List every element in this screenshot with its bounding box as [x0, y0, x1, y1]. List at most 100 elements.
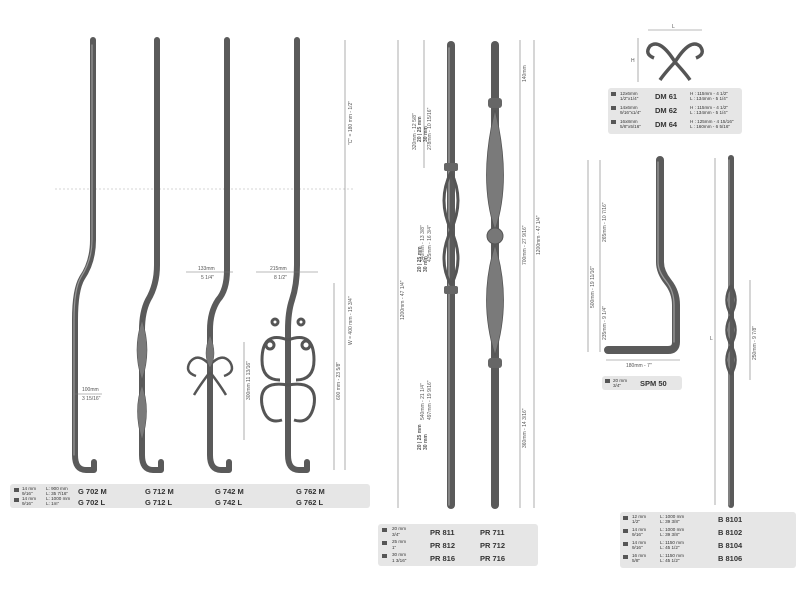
code-pr811: PR 811 [430, 528, 455, 537]
g-row2-size-mm: 14 mm [22, 496, 36, 501]
pr-sizes-label-2b: 30 mm [423, 256, 429, 272]
baluster-g762 [285, 37, 310, 473]
pr-row-3: 30 mm 1 3/16" PR 816 PR 716 [382, 552, 505, 563]
collar [488, 98, 502, 108]
pr-sizes-label-1b: 30 mm [423, 126, 429, 142]
dim-dm-h: H [631, 58, 635, 64]
b-row4-length: L: 1150 mm [660, 553, 684, 558]
code-b8106: B 8106 [718, 554, 742, 563]
b-row2-size-mm: 14 mm [632, 527, 646, 532]
pr-sizes-label-2: 20 | 25 mm [417, 246, 423, 272]
dm-row3-size: 16x8mm [620, 119, 638, 124]
dm-row1-size-in: 1/2"x1/4" [620, 96, 639, 101]
b-row4-size-in: 5/8" [632, 558, 640, 563]
scroll-ornament-g762 [260, 317, 316, 423]
code-dm64: DM 64 [655, 120, 678, 129]
dim-b-l: L [710, 336, 713, 342]
dim-pr-r-top: 140mm [522, 65, 528, 82]
row-marker [14, 498, 19, 502]
dim-spm-total: 500mm - 19 11/16" [590, 266, 596, 308]
dm-table [608, 88, 742, 134]
dim-pr-mid-a: 340mm - 13 3/8" [420, 225, 426, 262]
code-pr716: PR 716 [480, 554, 505, 563]
dim-mid: W = 400 mm - 15 3/4" [348, 296, 354, 345]
dm-group: L H 12x6mm 1/2"x1/4" DM 61 H : 115mm - 4… [608, 24, 742, 134]
pr-row3-size-mm: 30 mm [392, 552, 406, 557]
dm-row1-size: 12x6mm [620, 91, 638, 96]
code-g702m: G 702 M [78, 487, 107, 496]
baluster-g702 [72, 37, 97, 473]
bracket-spm50-highlight [657, 161, 675, 343]
scroll-ornament-dm [646, 42, 704, 81]
spm-group: 500mm - 19 11/16" 265mm - 10 7/16" 235mm… [587, 156, 682, 390]
b-row3-size-in: 9/16" [632, 545, 643, 550]
code-g712m: G 712 M [145, 487, 174, 496]
pr-row-2: 25 mm 1" PR 812 PR 712 [382, 539, 505, 550]
dm-row-1: 12x6mm 1/2"x1/4" DM 61 H : 115mm - 4 1/2… [611, 91, 728, 101]
g-row2-length: L: 1000 mm [46, 496, 70, 501]
dim-foot-in: 3 15/16" [82, 396, 101, 402]
dm-row1-h: H : 115mm - 4 1/2" [690, 91, 728, 96]
dim-g742-h: 300mm 11 13/16" [246, 361, 252, 400]
code-pr816: PR 816 [430, 554, 455, 563]
dim-spm-top: 265mm - 10 7/16" [602, 202, 608, 242]
rosette-pr711 [486, 227, 504, 245]
dm-row2-size: 14x6mm [620, 105, 638, 110]
b-row3-length: L: 1150 mm [660, 540, 684, 545]
pr-sizes-label-1: 20 | 25 mm [417, 116, 423, 142]
pr-row2-size-in: 1" [392, 545, 397, 550]
b-row-2: 14 mm 9/16" L: 1000 mm L: 39 3/8" B 8102 [623, 527, 742, 537]
dim-pr-mid-b: 425mm - 16 3/4" [427, 225, 433, 262]
spm-table [602, 376, 682, 390]
dim-pr-low-b: 497mm - 19 9/16" [427, 380, 433, 420]
g-row2-length-in: L: 1m" [46, 501, 59, 506]
dim-pr-top-a: 320mm - 12 5/8" [412, 113, 418, 150]
leaf-upper-pr711 [486, 109, 504, 232]
dim-g742-w-in: 5 1/4" [201, 275, 214, 281]
b-row1-length-in: L: 39 3/8" [660, 519, 680, 524]
dm-row2-h: H : 115mm - 4 1/2" [690, 105, 728, 110]
g-table [10, 484, 370, 508]
pr-row1-size-mm: 20 mm [392, 526, 406, 531]
dim-g762-w-in: 8 1/2" [274, 275, 287, 281]
twist-section-b [725, 284, 737, 376]
scroll-ornament-g742 [186, 356, 234, 396]
dm-row1-l: L : 134mm - 5 1/4" [690, 96, 728, 101]
g-row2-size-in: 9/16" [22, 501, 33, 506]
b-row2-length-in: L: 39 3/8" [660, 532, 680, 537]
code-dm62: DM 62 [655, 106, 677, 115]
dm-row-2: 14x6mm 9/16"x1/4" DM 62 H : 115mm - 4 1/… [611, 105, 728, 115]
pr-row2-size-mm: 25 mm [392, 539, 406, 544]
leaf-lower-pr711 [486, 243, 504, 357]
spm-size-in: 3/4" [613, 383, 621, 388]
bracket-spm50 [604, 156, 680, 354]
g-row1-length: L: 900 mm [46, 486, 68, 491]
leaf-ornament-g712 [136, 319, 148, 442]
code-g742m: G 742 M [215, 487, 244, 496]
dim-foot-mm: 100mm [82, 387, 99, 393]
code-g702l: G 702 L [78, 498, 106, 507]
dim-pr-r-total: 1200mm - 47 1/4" [536, 215, 542, 255]
pr-table [378, 524, 538, 566]
dim-pr-low-a: 540mm - 21 1/4" [420, 383, 426, 420]
b-row4-size-mm: 16 mm [632, 553, 646, 558]
pr-sizes-label-3: 20 | 25 mm [417, 424, 423, 450]
dim-pr-total: 1200mm - 47 1/4" [400, 280, 406, 320]
b-row-4: 16 mm 5/8" L: 1150 mm L: 45 1/2" B 8106 [623, 553, 742, 563]
code-g742l: G 742 L [215, 498, 243, 507]
code-spm50: SPM 50 [640, 379, 667, 388]
baluster-g742 [207, 37, 232, 473]
pr-sizes-label-3b: 30 mm [423, 434, 429, 450]
baluster-g702-highlight [73, 44, 93, 456]
b-row-1: 12 mm 1/2" L: 1000 mm L: 39 3/8" B 8101 [623, 514, 742, 524]
collar [488, 358, 502, 368]
dim-b-twist: 250mm - 9 7/8" [752, 326, 758, 360]
b-table [620, 512, 796, 568]
pr-row3-size-in: 1 3/16" [392, 558, 407, 563]
b-row3-size-mm: 14 mm [632, 540, 646, 545]
g-row1-length-in: L: 35 7/16" [46, 491, 68, 496]
b-row4-length-in: L: 45 1/2" [660, 558, 680, 563]
pr-row1-size-in: 3/4" [392, 532, 400, 537]
code-b8104: B 8104 [718, 541, 743, 550]
